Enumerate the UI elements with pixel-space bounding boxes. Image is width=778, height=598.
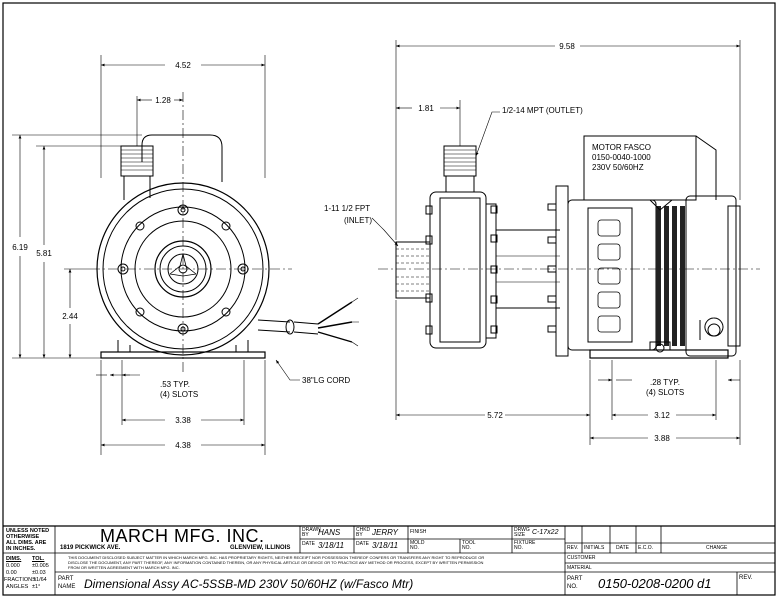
chkd-date: 3/18/11 [372,541,399,550]
cord-note: 38"LG CORD [302,376,350,385]
tol-header-tol: TOL. [32,556,45,562]
front-view [90,92,359,372]
dim-side-total-length: 9.58 [559,42,575,51]
outlet-note: 1/2-14 MPT (OUTLET) [502,106,583,115]
motor-label-line-3: 230V 50/60HZ [592,163,644,172]
motor-label-line-2: 0150-0040-1000 [592,153,651,162]
inlet-note-1: 1-11 1/2 FPT [324,204,370,213]
dwg-size: C-17x22 [532,529,559,536]
side-view-labels: 9.58 1.81 1/2-14 MPT (OUTLET) 1-11 1/2 F… [324,42,684,443]
dim-side-slot-note-1: .28 TYP. [650,378,680,387]
tol-row-2-dims: 0.00 [6,570,17,576]
tol-row-4-tol: ±1° [32,584,41,590]
part-no: 0150-0208-0200 d1 [598,576,712,591]
dim-front-slot-note-1: .53 TYP. [160,380,190,389]
tol-row-1-tol: ±0.005 [32,563,49,569]
tol-row-2-tol: ±0.03 [32,570,46,576]
title-block-grid [3,525,775,595]
disclaimer-line-2: DISCLOSE THE DOCUMENT, ANY PART THEREOF,… [68,560,484,565]
dim-front-offset: 1.28 [155,96,171,105]
rev-header-change: CHANGE [706,545,728,551]
dim-side-outlet-offset: 1.81 [418,104,434,113]
part-name: Dimensional Assy AC-5SSB-MD 230V 50/60HZ… [84,577,414,591]
rev-header-rev: REV. [567,545,579,551]
dim-side-slot-span: 3.12 [654,411,670,420]
mold-label: MOLD NO. [410,540,425,551]
fixture-label: FIXTURE NO. [514,540,536,551]
rev-label: REV. [739,575,753,581]
inlet-note-2: (INLET) [344,216,372,225]
company-city: GLENVIEW, ILLINOIS [230,545,291,551]
dim-front-slot-span: 3.38 [175,416,191,425]
unless-noted-3: ALL DIMS. ARE [6,540,47,546]
unless-noted-4: IN INCHES. [6,546,36,552]
chkd-date-label: DATE [356,541,369,547]
part-name-label: PART NAME [58,576,76,590]
dim-front-total-height: 6.19 [12,243,28,252]
chkd-by: JERRY [372,528,398,537]
dim-front-base-height: 2.44 [62,312,78,321]
front-view-dimensions [12,55,300,455]
finish-label: FINISH [410,529,427,535]
drawn-label: DRAWN BY [302,527,321,538]
tool-label: TOOL NO. [462,540,476,551]
dim-front-center-height: 5.81 [36,249,52,258]
dim-side-base-length: 3.88 [654,434,670,443]
motor-label-line-1: MOTOR FASCO [592,143,651,152]
tol-row-3-dims: FRACTIONS [4,577,36,583]
motor-label: MOTOR FASCO 0150-0040-1000 230V 50/60HZ [592,143,651,172]
dwg-size-label: DRWG SIZE [514,527,530,538]
disclaimer-line-3: FROM OR WRITTEN AGREEMENT WITH MARCH MFG… [68,565,180,570]
dim-side-body-length: 5.72 [487,411,503,420]
part-no-label: PART NO. [567,576,583,590]
unless-noted-1: UNLESS NOTED [6,528,50,534]
company-name: MARCH MFG. INC. [100,526,265,546]
dim-front-base-width: 4.38 [175,441,191,450]
side-view [378,135,760,359]
material-label: MATERIAL [567,565,592,571]
dim-side-slot-note-2: (4) SLOTS [646,388,684,397]
rev-header-date: DATE [616,545,629,551]
drawn-date-label: DATE [302,541,315,547]
unless-noted-2: OTHERWISE [6,534,40,540]
dim-front-width: 4.52 [175,61,191,70]
tol-header-dims: DIMS. [6,556,22,562]
chkd-label: CHKD BY [356,527,371,538]
dim-front-slot-note-2: (4) SLOTS [160,390,198,399]
rev-header-initials: INITIALS [584,545,605,551]
disclaimer-line-1: THIS DOCUMENT DISCLOSED SUBJECT MATTER I… [68,555,485,560]
drawn-date: 3/18/11 [318,541,345,550]
tol-row-1-dims: 0.000 [6,563,20,569]
tol-row-3-tol: ±1/64 [33,577,47,583]
customer-label: CUSTOMER [567,555,596,561]
drawn-by: HANS [318,528,341,537]
side-view-dimensions [371,40,741,445]
company-address: 1819 PICKWICK AVE. [60,545,121,551]
tol-row-4-dims: ANGLES [6,584,29,590]
rev-header-eco: E.C.O. [638,545,654,551]
front-view-labels: 4.52 1.28 6.19 5.81 2.44 .53 TYP. (4) SL… [12,61,350,450]
